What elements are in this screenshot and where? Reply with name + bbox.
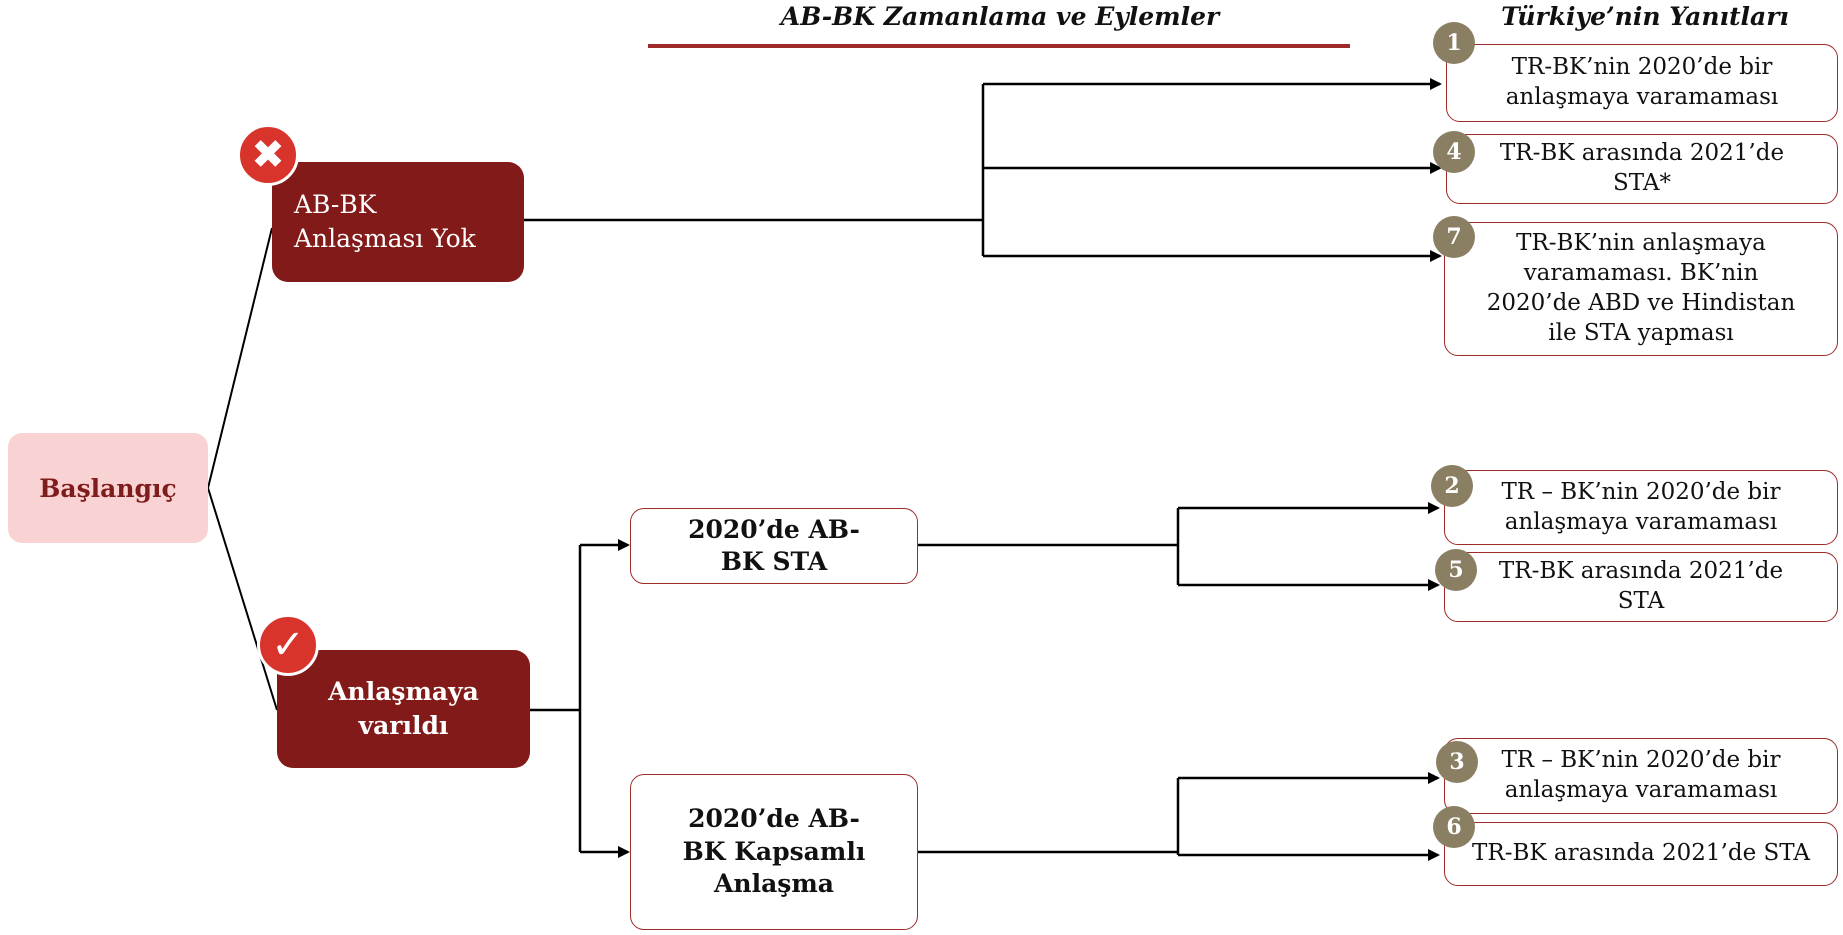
line-start-to-no-deal — [207, 227, 273, 489]
response-text-5: TR-BK arasında 2021’de STA — [1498, 558, 1784, 614]
response-box-5: TR-BK arasında 2021’de STA — [1444, 552, 1838, 622]
line-start-to-deal — [207, 487, 278, 711]
response-text-1: TR-BK’nin 2020’de bir anlaşmaya varamama… — [1505, 54, 1779, 110]
response-text-7: TR-BK’nin anlaşmaya varamaması. BK’nin 2… — [1486, 230, 1796, 346]
response-box-6: TR-BK arasında 2021’de STA — [1444, 822, 1838, 886]
response-text-2: TR – BK’nin 2020’de bir anlaşmaya varama… — [1501, 478, 1781, 535]
deal-label: Anlaşmaya varıldı — [328, 677, 479, 740]
response-box-1: TR-BK’nin 2020’de bir anlaşmaya varamama… — [1446, 44, 1838, 122]
no-deal-node: AB-BK Anlaşması Yok — [272, 162, 524, 282]
comprehensive-node: 2020’de AB-BK Kapsamlı Anlaşma — [630, 774, 918, 930]
response-text-6: TR-BK arasında 2021’de STA — [1472, 840, 1810, 867]
response-number-6: 6 — [1433, 806, 1475, 848]
responses-header: Türkiye’nin Yanıtları — [1501, 2, 1789, 31]
deal-check-icon: ✓ — [257, 614, 319, 676]
fta-node: 2020’de AB-BK STA — [630, 508, 918, 584]
timeline-header: AB-BK Zamanlama ve Eylemler — [780, 2, 1220, 31]
response-text-4: TR-BK arasında 2021’de STA* — [1499, 140, 1785, 196]
no-deal-line2: Anlaşması Yok — [294, 224, 476, 253]
fta-label: 2020’de AB-BK STA — [688, 514, 860, 577]
start-label: Başlangıç — [39, 473, 177, 503]
deal-node: Anlaşmaya varıldı — [277, 650, 530, 768]
response-number-5: 5 — [1435, 549, 1477, 591]
no-deal-line1: AB-BK — [294, 190, 377, 220]
response-text-3: TR – BK’nin 2020’de bir anlaşmaya varama… — [1501, 747, 1781, 803]
comprehensive-label: 2020’de AB-BK Kapsamlı Anlaşma — [682, 804, 866, 899]
response-number-3: 3 — [1436, 741, 1478, 783]
start-node: Başlangıç — [8, 433, 208, 543]
response-number-2: 2 — [1431, 465, 1473, 507]
no-deal-cross-icon: ✖ — [237, 124, 299, 186]
response-box-2: TR – BK’nin 2020’de bir anlaşmaya varama… — [1444, 470, 1838, 545]
response-number-4: 4 — [1433, 131, 1475, 173]
response-number-7: 7 — [1433, 216, 1475, 258]
response-box-4: TR-BK arasında 2021’de STA* — [1446, 134, 1838, 204]
response-number-1: 1 — [1433, 22, 1475, 64]
response-box-3: TR – BK’nin 2020’de bir anlaşmaya varama… — [1444, 738, 1838, 814]
response-box-7: TR-BK’nin anlaşmaya varamaması. BK’nin 2… — [1444, 222, 1838, 356]
